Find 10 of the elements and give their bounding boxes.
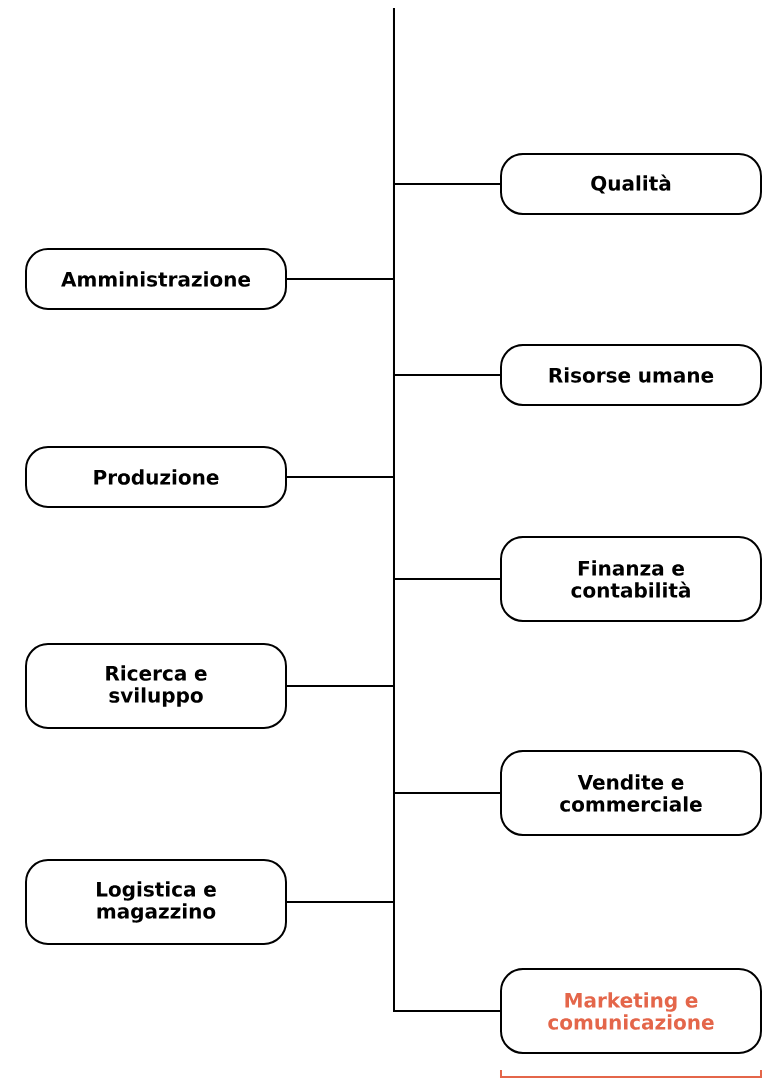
- department-box: Vendite e commerciale: [500, 750, 762, 836]
- department-box: Qualità: [500, 153, 762, 215]
- department-box: Logistica e magazzino: [25, 859, 287, 945]
- department-box: Produzione: [25, 446, 287, 508]
- department-box: Marketing e comunicazione: [500, 968, 762, 1054]
- department-box: Finanza e contabilità: [500, 536, 762, 622]
- department-box: Ricerca e sviluppo: [25, 643, 287, 729]
- department-box: Risorse umane: [500, 344, 762, 406]
- department-box: Amministrazione: [25, 248, 287, 310]
- connector-line: [393, 7, 501, 1012]
